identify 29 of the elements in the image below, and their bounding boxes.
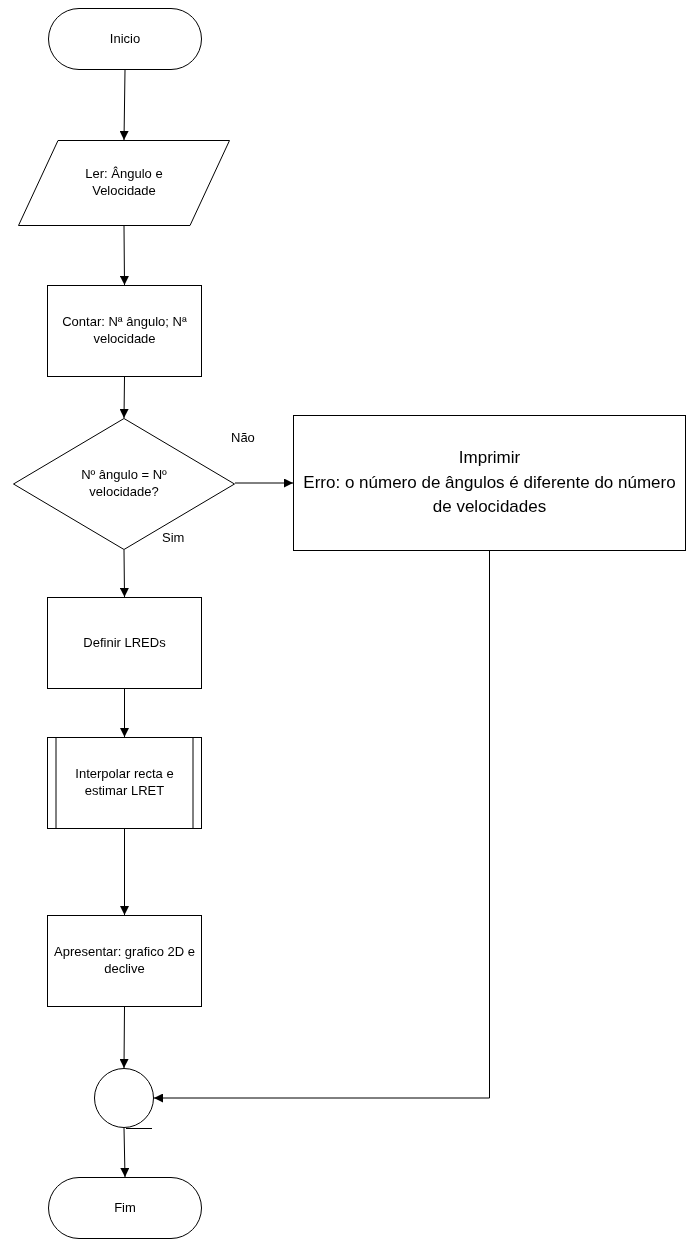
- node-text: Inicio: [109, 30, 141, 48]
- node-text: Interpolar recta e estimar LRET: [74, 766, 175, 800]
- process-box: [47, 915, 202, 1007]
- connector-circle: [94, 1068, 154, 1128]
- arrow: [119, 376, 129, 419]
- edge-label: Sim: [160, 530, 187, 545]
- node-text: Definir LREDs: [83, 634, 166, 652]
- arrow: [120, 1127, 130, 1178]
- node-text: Contar: Nª ângulo; Nª velocidade: [61, 314, 188, 348]
- arrow: [153, 550, 490, 1103]
- input-parallelogram: [18, 140, 230, 226]
- subprocess-box: [47, 737, 202, 829]
- process-box: [47, 597, 202, 689]
- arrow: [119, 225, 129, 286]
- node-text: Apresentar: grafico 2D e declive: [53, 944, 196, 978]
- arrow: [119, 1006, 129, 1069]
- arrow: [120, 828, 129, 916]
- arrow: [119, 69, 129, 141]
- output-box: [293, 415, 686, 551]
- arrow: [119, 549, 129, 598]
- arrow: [234, 478, 294, 488]
- node-text: Erro: o número de ângulos é diferente do número de velocidades: [302, 471, 677, 519]
- node-text: Ler: Ângulo e Velocidade: [84, 166, 164, 200]
- node-heading: Imprimir: [458, 447, 521, 470]
- process-box: [47, 285, 202, 377]
- node-text: Fim: [114, 1199, 136, 1217]
- arrow: [120, 688, 129, 738]
- edge-label: Não: [229, 430, 257, 445]
- node-text: Nº ângulo = Nº velocidade?: [80, 467, 168, 501]
